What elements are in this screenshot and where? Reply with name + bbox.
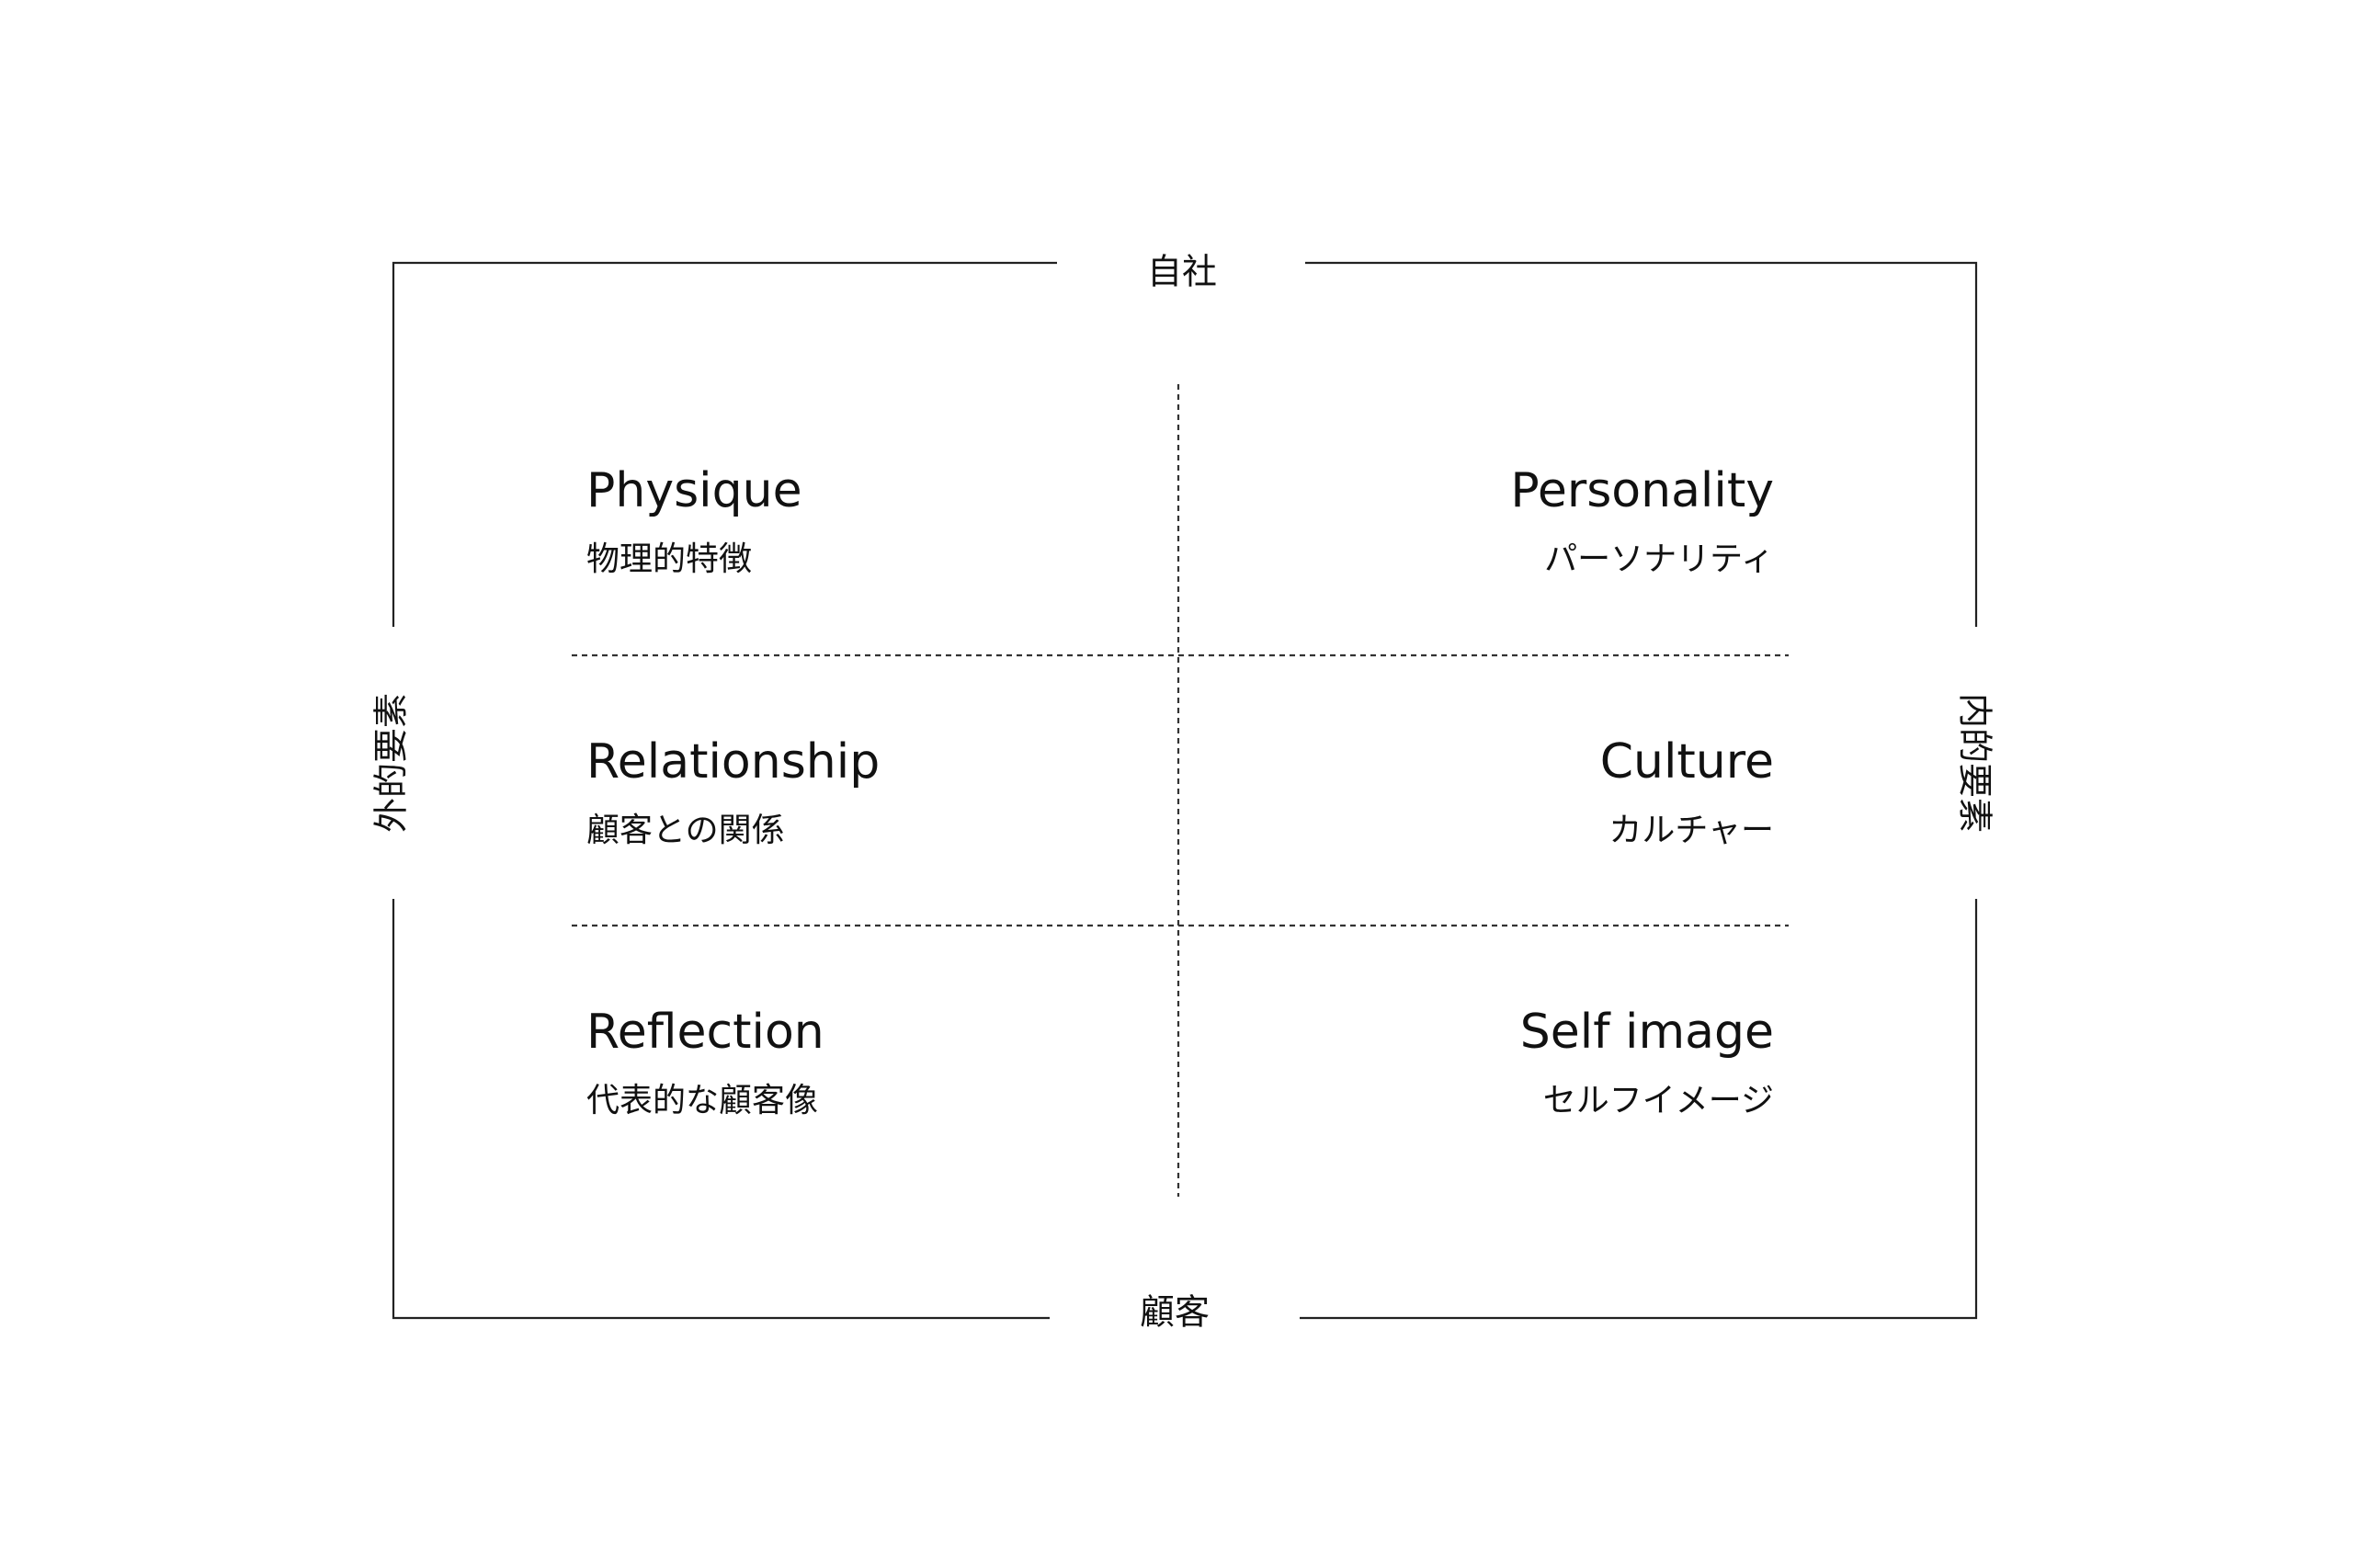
cell-title: Relationship — [586, 734, 880, 790]
outer-frame — [392, 261, 1978, 1320]
dashed-grid — [572, 384, 1789, 1197]
cell-title: Self image — [1520, 1005, 1774, 1060]
cell-subtitle: 顧客との関係 — [586, 812, 785, 849]
cell-title: Physique — [586, 463, 802, 518]
axis-label-right: 内的要素 — [1955, 693, 1995, 833]
cell-relationship: Relationship 顧客との関係 — [586, 734, 880, 849]
cell-subtitle: パーソナリティ — [1544, 540, 1774, 578]
frame-top-right — [1305, 261, 1978, 627]
cell-physique: Physique 物理的特徴 — [586, 463, 802, 578]
cell-personality: Personality パーソナリティ — [1510, 463, 1774, 578]
cell-subtitle: カルチャー — [1608, 812, 1774, 849]
axis-label-bottom: 顧客 — [1140, 1292, 1210, 1333]
cell-subtitle: 物理的特徴 — [586, 540, 752, 578]
cell-title: Culture — [1600, 734, 1774, 790]
cell-subtitle: セルフイメージ — [1543, 1082, 1774, 1119]
axis-label-left: 外的要素 — [371, 693, 412, 833]
axis-label-top: 自社 — [1147, 252, 1217, 292]
cell-reflection: Reflection 代表的な顧客像 — [586, 1005, 824, 1119]
cell-self-image: Self image セルフイメージ — [1520, 1005, 1774, 1119]
cell-title: Reflection — [586, 1005, 824, 1060]
frame-top-left — [392, 261, 1057, 627]
cell-subtitle: 代表的な顧客像 — [586, 1082, 818, 1119]
frame-bottom-right — [1300, 899, 1978, 1320]
frame-bottom-left — [392, 899, 1050, 1320]
cell-title: Personality — [1510, 463, 1774, 518]
cell-culture: Culture カルチャー — [1600, 734, 1774, 849]
